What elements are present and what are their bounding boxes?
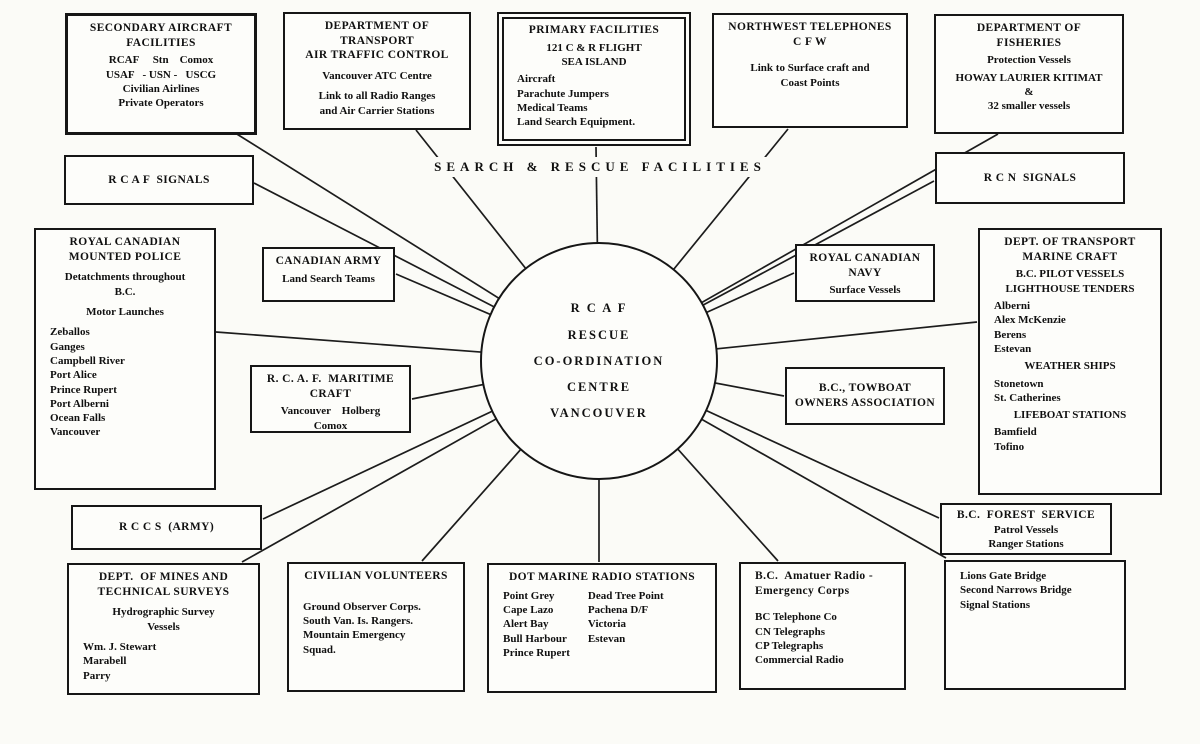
node-title: R. C. A. F. MARITIME CRAFT — [266, 373, 395, 400]
node-title: DEPARTMENT OF FISHERIES — [976, 22, 1082, 49]
node-body: Lions Gate Bridge Second Narrows Bridge … — [960, 570, 1072, 611]
node-body: Hydrographic Survey Vessels — [112, 606, 215, 633]
node-body: Vancouver ATC Centre — [322, 70, 432, 83]
node-royal-canadian-mounted-police: ROYAL CANADIAN MOUNTED POLICE Detatchmen… — [34, 228, 216, 490]
node-civilian-volunteers: CIVILIAN VOLUNTEERS Ground Observer Corp… — [287, 562, 465, 692]
node-dept-of-mines-and-technical-surveys: DEPT. OF MINES AND TECHNICAL SURVEYS Hyd… — [67, 563, 260, 695]
node-body: BC Telephone Co CN Telegraphs CP Telegra… — [755, 611, 844, 667]
node-title: NORTHWEST TELEPHONES C F W — [728, 21, 892, 48]
node-dot-marine-radio-stations: DOT MARINE RADIO STATIONS Point Grey Cap… — [487, 563, 717, 693]
node-title: DOT MARINE RADIO STATIONS — [508, 571, 696, 583]
node-body: Vancouver Holberg Comox — [280, 405, 381, 432]
node-body: Link to all Radio Ranges and Air Carrier… — [318, 90, 436, 117]
node-northwest-telephones: NORTHWEST TELEPHONES C F W Link to Surfa… — [712, 13, 908, 128]
node-rcn-signals: R C N SIGNALS — [935, 152, 1125, 204]
node-body: Surface Vessels — [829, 284, 901, 297]
node-canadian-army: CANADIAN ARMY Land Search Teams — [262, 247, 395, 302]
node-list: Zeballos Ganges Campbell River Port Alic… — [50, 326, 125, 439]
node-title: ROYAL CANADIAN NAVY — [809, 252, 921, 279]
node-title: PRIMARY FACILITIES — [528, 24, 660, 36]
node-body: Aircraft Parachute Jumpers Medical Teams… — [517, 73, 636, 129]
node-subtitle: LIFEBOAT STATIONS — [1013, 409, 1127, 422]
station-columns: Point Grey Cape Lazo Alert Bay Bull Harb… — [493, 589, 711, 660]
node-title: B.C., TOWBOAT OWNERS ASSOCIATION — [794, 382, 936, 409]
node-subtitle: B.C. PILOT VESSELS LIGHTHOUSE TENDERS — [1005, 268, 1135, 295]
node-title: R C N SIGNALS — [983, 171, 1077, 184]
node-bc-towboat-owners-association: B.C., TOWBOAT OWNERS ASSOCIATION — [785, 367, 945, 425]
node-primary-facilities: PRIMARY FACILITIES 121 C & R FLIGHT SEA … — [497, 12, 691, 146]
center-node-rcaf-rescue-coordination-centre: R C A F RESCUE CO-ORDINATION CENTRE VANC… — [480, 242, 718, 480]
node-title: B.C. FOREST SERVICE — [956, 509, 1096, 521]
node-royal-canadian-navy: ROYAL CANADIAN NAVY Surface Vessels — [795, 244, 935, 302]
node-title: DEPARTMENT OF TRANSPORT AIR TRAFFIC CONT… — [305, 20, 449, 62]
diagram-title: SEARCH & RESCUE FACILITIES — [432, 157, 768, 177]
node-department-of-transport-air-traffic-control: DEPARTMENT OF TRANSPORT AIR TRAFFIC CONT… — [283, 12, 471, 130]
node-body: RCAF Stn Comox USAF - USN - USCG Civilia… — [105, 54, 217, 110]
node-body: HOWAY LAURIER KITIMAT & 32 smaller vesse… — [955, 71, 1103, 113]
double-border-frame: PRIMARY FACILITIES 121 C & R FLIGHT SEA … — [502, 17, 686, 141]
node-list: Wm. J. Stewart Marabell Parry — [83, 641, 157, 682]
node-dept-of-transport-marine-craft: DEPT. OF TRANSPORT MARINE CRAFT B.C. PIL… — [978, 228, 1162, 495]
node-title: B.C. Amatuer Radio - Emergency Corps — [755, 570, 874, 597]
node-title: CIVILIAN VOLUNTEERS — [304, 570, 448, 582]
node-title: SECONDARY AIRCRAFT FACILITIES — [89, 22, 233, 49]
node-rcaf-signals: R C A F SIGNALS — [64, 155, 254, 205]
node-bc-amateur-radio-emergency-corps: B.C. Amatuer Radio - Emergency Corps BC … — [739, 562, 906, 690]
node-title: DEPT. OF MINES AND TECHNICAL SURVEYS — [97, 571, 230, 598]
node-title: CANADIAN ARMY — [275, 255, 382, 267]
node-body: Detatchments throughout B.C. — [64, 271, 186, 298]
node-rcaf-maritime-craft: R. C. A. F. MARITIME CRAFT Vancouver Hol… — [250, 365, 411, 433]
node-rccs-army: R C C S (ARMY) — [71, 505, 262, 550]
node-list: Alberni Alex McKenzie Berens Estevan — [994, 300, 1066, 355]
node-lions-gate-signal-stations: Lions Gate Bridge Second Narrows Bridge … — [944, 560, 1126, 690]
node-bc-forest-service: B.C. FOREST SERVICE Patrol Vessels Range… — [940, 503, 1112, 555]
node-list: Bamfield Tofino — [994, 426, 1037, 453]
node-title: R C C S (ARMY) — [118, 521, 215, 534]
node-body: Ground Observer Corps. South Van. Is. Ra… — [303, 600, 421, 656]
station-list-right: Dead Tree Point Pachena D/F Victoria Est… — [587, 589, 664, 645]
node-body: Land Search Teams — [282, 272, 375, 285]
node-body: Link to Surface craft and Coast Points — [750, 62, 870, 89]
node-title: DEPT. OF TRANSPORT MARINE CRAFT — [1004, 236, 1136, 263]
station-list-left: Point Grey Cape Lazo Alert Bay Bull Harb… — [503, 589, 570, 659]
node-body: Patrol Vessels Ranger Stations — [988, 523, 1064, 551]
node-body: Motor Launches — [86, 306, 164, 319]
node-title: ROYAL CANADIAN MOUNTED POLICE — [68, 236, 182, 263]
node-subtitle: 121 C & R FLIGHT SEA ISLAND — [546, 41, 642, 69]
node-subtitle: WEATHER SHIPS — [1024, 360, 1116, 373]
node-secondary-aircraft-facilities: SECONDARY AIRCRAFT FACILITIES RCAF Stn C… — [65, 13, 257, 135]
node-list: Stonetown St. Catherines — [994, 377, 1061, 404]
node-title: R C A F SIGNALS — [108, 173, 210, 186]
node-body: Protection Vessels — [987, 54, 1071, 67]
node-department-of-fisheries: DEPARTMENT OF FISHERIES Protection Vesse… — [934, 14, 1124, 134]
